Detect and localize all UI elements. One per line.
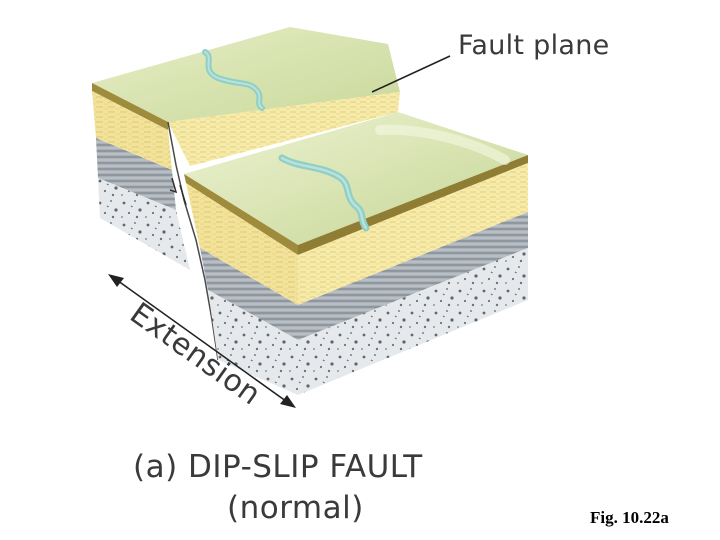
hanging-wall-sandstone-front (186, 183, 298, 305)
hanging-wall-top-surface (184, 112, 528, 245)
hanging-wall-conglomerate-front (208, 290, 298, 395)
hanging-wall-conglomerate-right (298, 248, 528, 395)
caption-title: (a) DIP-SLIP FAULT (133, 449, 423, 485)
footwall-sandstone-layer (92, 91, 172, 170)
footwall-shale-layer (96, 138, 176, 210)
fault-plane-label: Fault plane (458, 30, 610, 61)
hanging-wall-shale-right (298, 212, 528, 340)
fault-scarp-face (168, 92, 400, 166)
fault-trace (167, 121, 219, 361)
footwall-conglomerate-layer (98, 178, 190, 270)
hanging-wall-block (184, 112, 528, 395)
hanging-wall-sandstone-right (298, 163, 528, 305)
footwall-topsoil (92, 83, 168, 130)
figure-reference: Fig. 10.22a (590, 508, 669, 527)
caption-subtitle: (normal) (227, 490, 364, 526)
hanging-wall-shale-front (200, 248, 298, 340)
footwall-block (92, 27, 400, 270)
footwall-top-surface (92, 27, 400, 122)
extension-arrow (108, 274, 296, 408)
fault-plane-leader-line (371, 55, 451, 93)
hanging-wall-topsoil (184, 174, 298, 255)
